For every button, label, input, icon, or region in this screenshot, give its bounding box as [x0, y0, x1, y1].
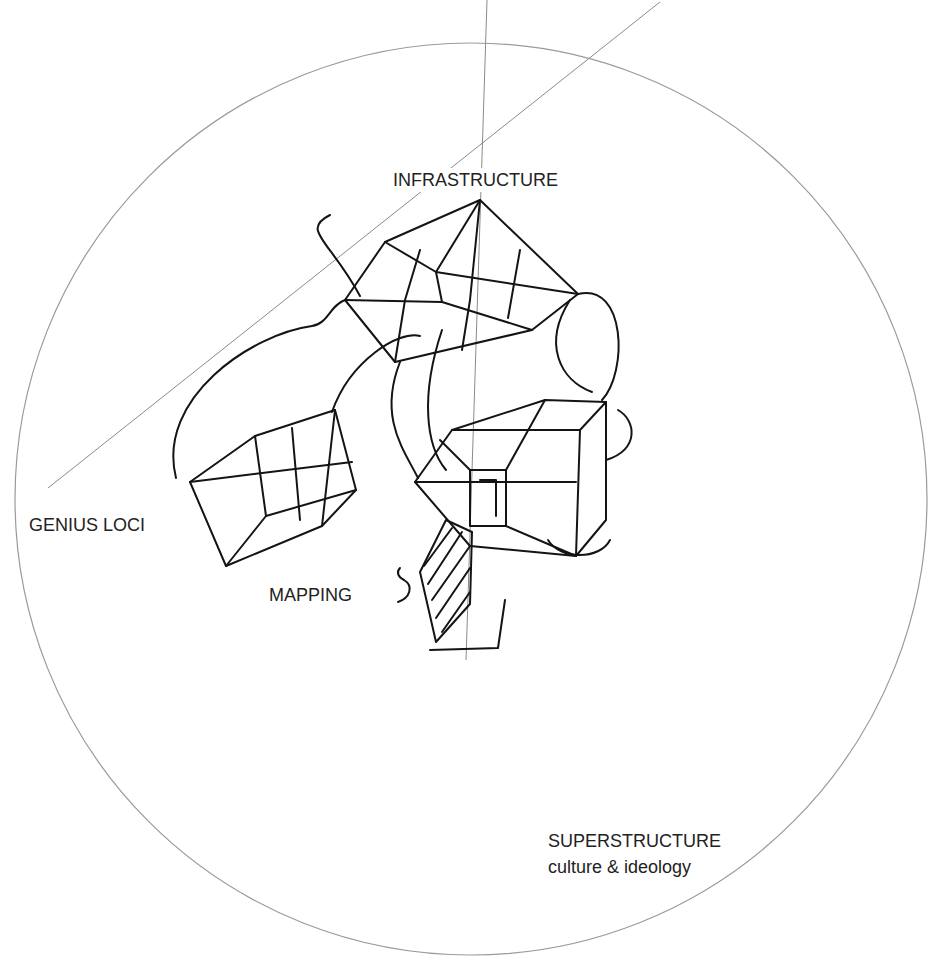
circle-outline: [15, 43, 927, 955]
sketch-stroke: [424, 528, 470, 632]
cube-sketch: [173, 200, 631, 650]
mapping-label: MAPPING: [266, 583, 355, 607]
vertical-guide-line: [466, 0, 487, 660]
sketch-stroke: [578, 293, 619, 400]
sketch-stroke: [556, 300, 592, 392]
node-subheading: culture & ideology: [548, 854, 721, 880]
sketch-stroke: [332, 335, 420, 412]
sketch-stroke: [452, 402, 606, 430]
sketch-stroke: [436, 272, 578, 294]
sketch-stroke: [385, 200, 480, 272]
sketch-stroke: [548, 540, 610, 555]
sketch-stroke: [345, 272, 442, 302]
sketch-stroke: [292, 428, 300, 520]
sketch-stroke: [428, 330, 446, 470]
node-text-group: SUPERSTRUCTUREculture & ideology: [548, 828, 721, 880]
sketch-stroke: [415, 400, 606, 556]
infrastructure-label: INFRASTRUCTURE: [390, 168, 561, 192]
sketch-stroke: [508, 250, 520, 318]
genius-loci-label: GENIUS LOCI: [26, 513, 148, 537]
node-heading: SUPERSTRUCTURE: [548, 828, 721, 854]
sketch-stroke: [480, 480, 496, 516]
sketch-stroke: [462, 200, 480, 350]
sketch-stroke: [430, 600, 505, 650]
sketch-stroke: [173, 300, 345, 478]
sketch-stroke: [190, 410, 356, 566]
sketch-stroke: [226, 436, 266, 566]
sketch-stroke: [398, 568, 410, 602]
sketch-stroke: [420, 520, 472, 642]
sketch-stroke: [266, 490, 356, 516]
sketch-stroke: [395, 250, 420, 362]
sketch-stroke: [442, 302, 532, 330]
sketch-stroke: [391, 362, 418, 478]
guide-lines: [48, 0, 660, 660]
sketch-stroke: [322, 410, 335, 526]
sketch-stroke: [440, 440, 470, 470]
sketch-stroke: [506, 526, 576, 556]
sketch-stroke: [345, 200, 578, 362]
sketch-stroke: [576, 430, 580, 556]
sketch-stroke: [470, 470, 506, 526]
sketch-stroke: [318, 215, 360, 296]
diagonal-guide-line: [48, 2, 660, 488]
sketch-stroke: [506, 400, 545, 470]
sketch-stroke: [606, 410, 632, 460]
